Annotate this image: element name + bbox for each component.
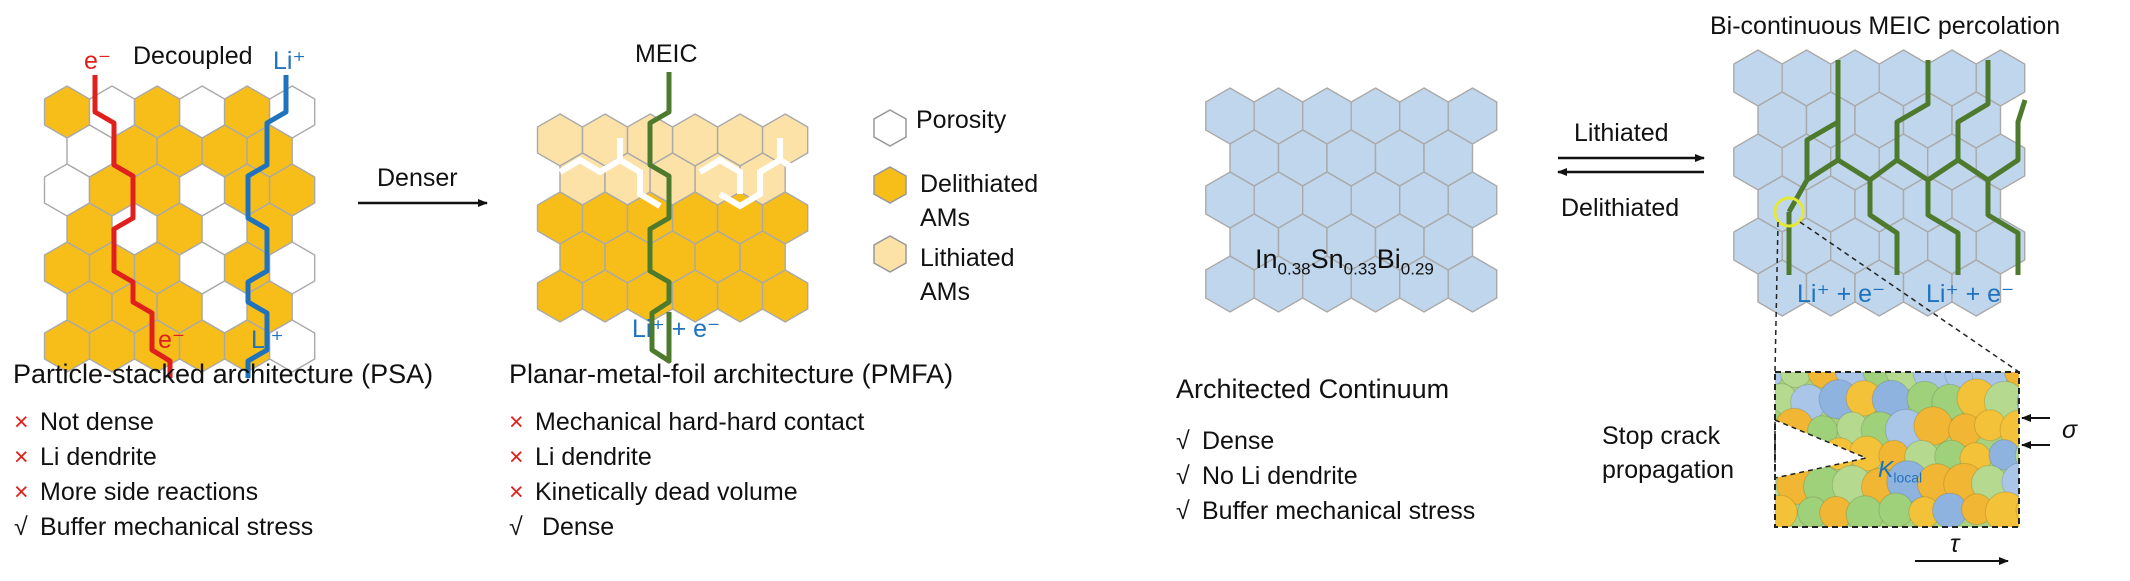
pmfa-meic-label: MEIC (635, 40, 698, 68)
psa-decoupled-label: Decoupled (133, 42, 253, 70)
psa-item: ×Not dense (14, 405, 313, 440)
particle-sphere (2015, 499, 2019, 521)
zoom-line-left (1774, 221, 1779, 373)
legend-lithiated-swatch (873, 235, 907, 273)
psa-property-list: ×Not dense ×Li dendrite ×More side react… (14, 405, 313, 545)
psa-title: Particle-stacked architecture (PSA) (13, 359, 434, 389)
alloy-hexagon-grid (1205, 87, 1498, 313)
pmfa-property-list: ×Mechanical hard-hard contact ×Li dendri… (509, 405, 864, 545)
hexagon-particle (761, 269, 809, 323)
lithium-pathway (245, 75, 289, 378)
pmfa-bottom-label: Li⁺ + e⁻ (632, 315, 721, 343)
legend-porosity-swatch (873, 109, 907, 147)
legend-lithiated-label-2: AMs (920, 278, 970, 306)
cross-mark-icon: × (14, 408, 29, 436)
pmfa-item: ×Li dendrite (509, 440, 864, 475)
check-mark-icon: √ (1176, 462, 1190, 490)
continuum-title: Architected Continuum (1176, 374, 1450, 404)
particle-sphere (1988, 439, 2019, 471)
meic-branch (1786, 60, 1841, 214)
lithiated-arrow-label: Lithiated (1574, 119, 1669, 147)
meic-branch (1836, 157, 1900, 275)
psa-lithium-label-top: Li⁺ (273, 47, 306, 75)
meic-branch (1868, 60, 1931, 183)
psa-electron-label-bottom: e⁻ (158, 326, 186, 354)
meic-pathway (647, 72, 672, 364)
tau-label: τ (1950, 530, 1960, 558)
reversible-arrows (1557, 154, 1705, 176)
k-local-label: Klocal (1878, 456, 1923, 486)
psa-electron-label-top: e⁻ (84, 47, 112, 75)
psa-item: ×Li dendrite (14, 440, 313, 475)
meic-branch (1956, 157, 2021, 275)
cross-mark-icon: × (509, 443, 524, 471)
continuum-item: √Buffer mechanical stress (1176, 494, 1475, 529)
legend-porosity-label: Porosity (916, 106, 1007, 134)
psa-transport-paths (92, 75, 289, 378)
check-mark-icon: √ (14, 513, 28, 541)
legend-lithiated-label-1: Lithiated (920, 244, 1015, 272)
continuum-property-list: √Dense √No Li dendrite √Buffer mechanica… (1176, 424, 1475, 529)
hexagon-particle (1447, 255, 1498, 313)
particle-sphere (2014, 443, 2019, 467)
cross-mark-icon: × (509, 478, 524, 506)
legend-delithiated-label-1: Delithiated (920, 170, 1039, 198)
stop-crack-caption-1: Stop crack (1602, 422, 1721, 450)
continuum-item: √Dense (1176, 424, 1475, 459)
pmfa-hexagon-grid (536, 113, 809, 323)
particle-sphere (2003, 372, 2019, 388)
meic-branch (1986, 99, 2028, 183)
pmfa-item: √ Dense (509, 510, 864, 545)
particle-sphere (2016, 392, 2019, 412)
particle-sphere (1779, 372, 1812, 388)
hexagon-particle (268, 319, 316, 373)
particle-sphere (1775, 494, 1798, 527)
inset-microstructure (1774, 371, 2050, 565)
sigma-label: σ (2062, 416, 2078, 444)
cross-mark-icon: × (509, 408, 524, 436)
legend-delithiated-label-2: AMs (920, 204, 970, 232)
particle-sphere (1878, 492, 1914, 527)
meic-branch (1926, 60, 1991, 183)
meic-branch (1895, 157, 1961, 275)
stop-crack-caption-2: propagation (1602, 456, 1735, 484)
pmfa-item: ×Mechanical hard-hard contact (509, 405, 864, 440)
meic-bottom-label-1: Li⁺ + e⁻ (1797, 280, 1886, 308)
delithiated-arrow-label: Delithiated (1561, 194, 1680, 222)
zoom-circle (1773, 196, 1805, 228)
pmfa-title: Planar-metal-foil architecture (PMFA) (509, 359, 954, 389)
psa-lithium-label-bottom: Li⁺ (251, 326, 284, 354)
pmfa-white-cracks (558, 138, 803, 210)
denser-label: Denser (377, 164, 458, 192)
continuum-item: √No Li dendrite (1176, 459, 1475, 494)
check-mark-icon: √ (1176, 497, 1190, 525)
alloy-formula: In0.38Sn0.33Bi0.29 (1255, 244, 1434, 279)
electron-pathway (92, 75, 173, 378)
psa-item: ×More side reactions (14, 475, 313, 510)
cross-mark-icon: × (14, 478, 29, 506)
hexagon-particle (1951, 259, 2002, 317)
check-mark-icon: √ (509, 513, 523, 541)
particle-sphere (1984, 491, 2019, 527)
meic-percolation-network (1786, 60, 2028, 275)
psa-item: √Buffer mechanical stress (14, 510, 313, 545)
pmfa-item: ×Kinetically dead volume (509, 475, 864, 510)
meic-bottom-label-2: Li⁺ + e⁻ (1926, 280, 2015, 308)
meic-title: Bi-continuous MEIC percolation (1710, 12, 2061, 40)
legend-delithiated-swatch (873, 166, 907, 204)
cross-mark-icon: × (14, 443, 29, 471)
check-mark-icon: √ (1176, 427, 1190, 455)
particle-sphere (1913, 406, 1953, 446)
particle-sphere (2001, 462, 2019, 502)
